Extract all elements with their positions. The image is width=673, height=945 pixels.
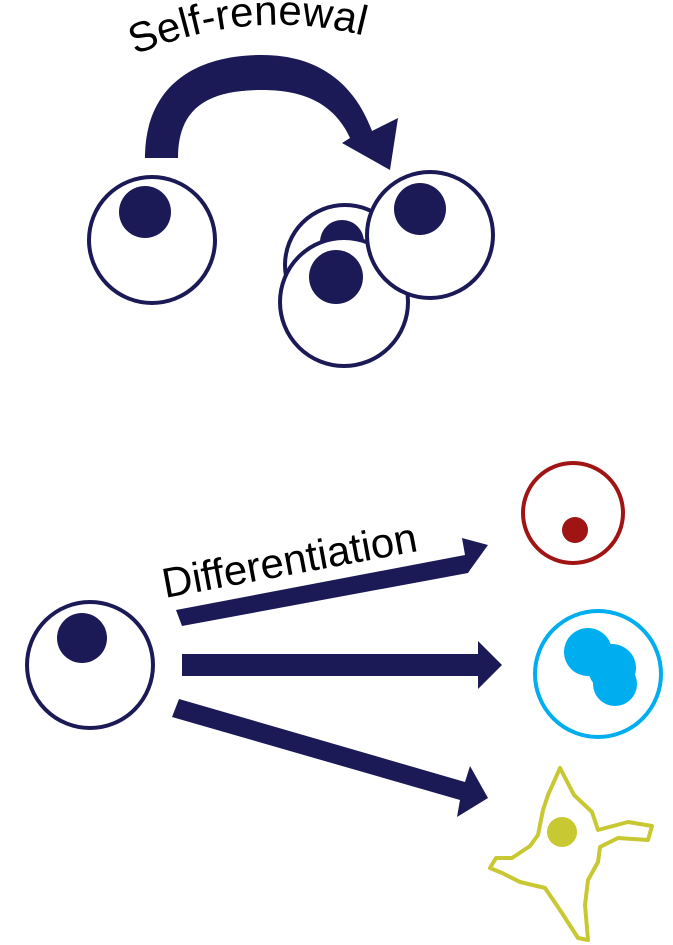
self-renewal-label-path: Self-renewal xyxy=(121,0,372,63)
cell-nucleus xyxy=(562,517,588,543)
cell-nucleus-lobe xyxy=(593,662,637,706)
yellow-differentiated-cell xyxy=(488,766,654,942)
self-renewal-arrow xyxy=(145,55,398,170)
cell-nucleus xyxy=(119,186,171,238)
renewed-cell-cluster xyxy=(278,170,495,368)
arrow-to-red-cell xyxy=(176,538,488,626)
arrow-to-blue-cell xyxy=(182,641,502,689)
blue-differentiated-cell xyxy=(533,609,663,739)
stem-cell-parent xyxy=(87,175,217,305)
cell-nucleus xyxy=(309,250,363,304)
red-differentiated-cell xyxy=(521,461,625,565)
cell-membrane xyxy=(488,766,654,942)
cell-membrane xyxy=(521,461,625,565)
cell-nucleus xyxy=(547,817,577,847)
differentiation-section: Differentiation xyxy=(25,461,663,942)
self-renewal-section: Self-renewal xyxy=(87,0,495,368)
arrow-to-yellow-cell xyxy=(172,699,488,817)
stem-cell-source xyxy=(25,600,155,730)
cell-nucleus xyxy=(394,183,446,235)
self-renewal-label: Self-renewal xyxy=(121,0,372,63)
cell-nucleus xyxy=(57,613,107,663)
